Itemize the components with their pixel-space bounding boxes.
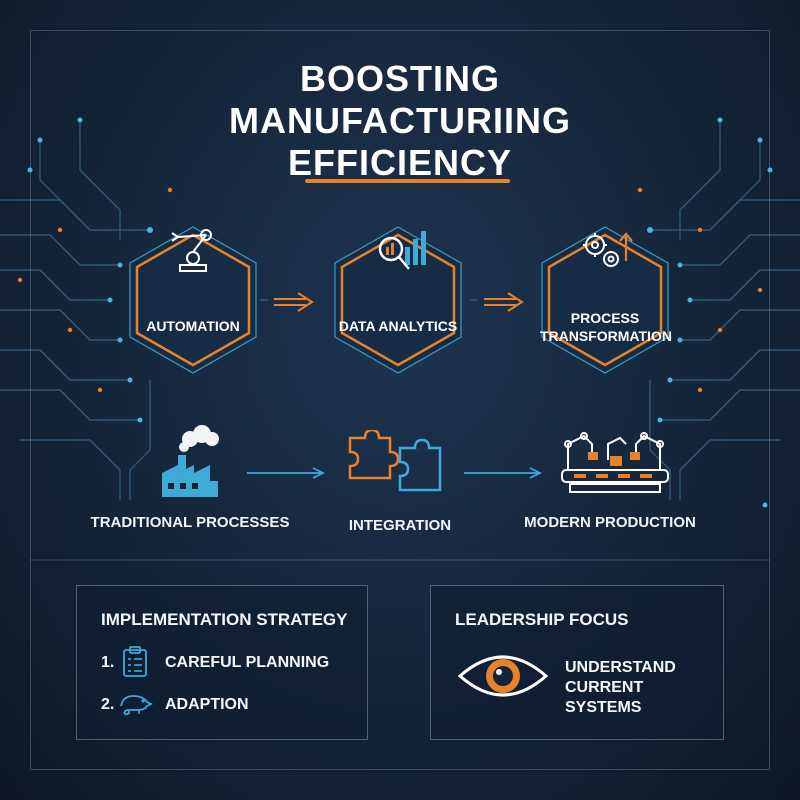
page-title: BOOSTING MANUFACTURIING EFFICIENCY xyxy=(229,58,571,183)
factory-icon xyxy=(162,425,219,497)
step-number: 1. xyxy=(101,654,115,671)
puzzle-icon xyxy=(348,430,442,492)
flow-label-modern: MODERN PRODUCTION xyxy=(524,514,696,531)
flow-label-traditional: TRADITIONAL PROCESSES xyxy=(90,514,290,531)
magnifier-chart-icon xyxy=(378,231,426,270)
arrow-right-icon xyxy=(484,292,524,312)
focus-line-2: CURRENT SYSTEMS xyxy=(565,679,644,716)
clipboard-icon xyxy=(123,646,147,677)
outer-frame xyxy=(30,30,770,770)
panel-title: IMPLEMENTATION STRATEGY xyxy=(101,610,348,629)
leadership-focus-panel: LEADERSHIP FOCUS UNDERSTAND CURRENT SYST… xyxy=(430,585,724,740)
stage-label: PROCESS TRANSFORMATION xyxy=(540,309,672,345)
step-number: 2. xyxy=(101,696,115,713)
chameleon-icon xyxy=(120,695,153,716)
assembly-line-icon xyxy=(561,432,669,493)
stage-label: AUTOMATION xyxy=(146,318,240,334)
flow-label-integration: INTEGRATION xyxy=(348,517,452,534)
arrow-right-icon xyxy=(247,467,326,479)
stage-automation: AUTOMATION xyxy=(128,225,258,375)
arrow-right-icon xyxy=(274,292,314,312)
stage-label: DATA ANALYTICS xyxy=(338,318,458,334)
leadership-text: UNDERSTAND CURRENT SYSTEMS xyxy=(565,658,723,718)
eye-icon xyxy=(457,655,549,697)
focus-line-1: UNDERSTAND xyxy=(565,659,676,676)
hexagon-frame xyxy=(129,226,257,374)
gears-arrow-icon xyxy=(583,232,633,267)
implementation-strategy-panel: IMPLEMENTATION STRATEGY 1. CAREFUL PLANN… xyxy=(76,585,368,740)
robot-arm-icon xyxy=(171,229,212,272)
stage-data-analytics: DATA ANALYTICS xyxy=(333,225,463,375)
title-underline xyxy=(305,179,510,183)
hexagon-frame xyxy=(334,226,462,374)
step-label: CAREFUL PLANNING xyxy=(165,654,330,671)
panel-title: LEADERSHIP FOCUS xyxy=(455,610,629,629)
arrow-right-icon xyxy=(464,467,543,479)
stage-process-transformation: PROCESS TRANSFORMATION xyxy=(540,225,672,375)
hexagon-frame xyxy=(541,226,669,374)
step-label: ADAPTION xyxy=(165,696,249,713)
stage-label-text: PROCESS TRANSFORMATION xyxy=(540,310,672,344)
